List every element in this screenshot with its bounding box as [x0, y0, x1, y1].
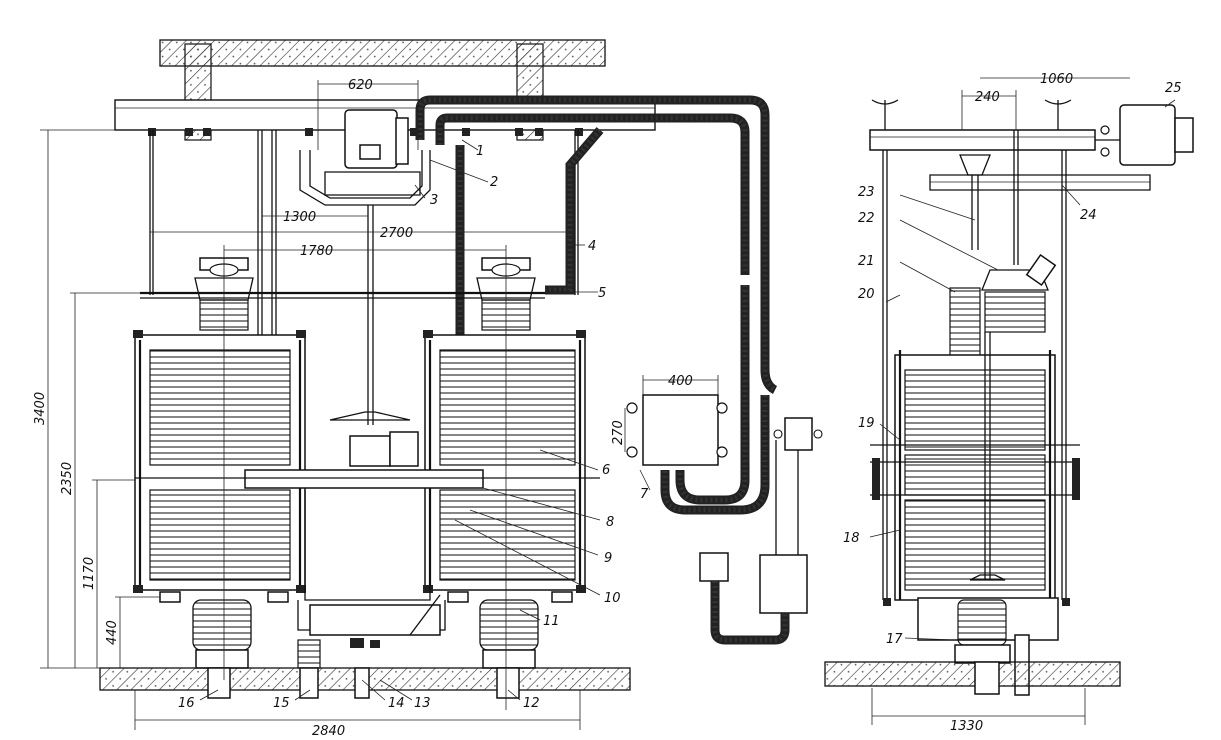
callout-16: 16 — [178, 696, 195, 711]
beam-bolts — [148, 128, 583, 136]
side-view: 240 1060 1330 17 18 19 20 21 22 23 24 25 — [824, 72, 1194, 734]
callout-25: 25 — [1165, 81, 1182, 96]
callout-11: 11 — [543, 614, 560, 629]
dim-240: 240 — [975, 90, 1000, 105]
dim-1300: 1300 — [283, 210, 316, 225]
dim-1330: 1330 — [950, 719, 983, 734]
callout-8: 8 — [606, 515, 614, 530]
callout-5: 5 — [598, 286, 606, 301]
dim-1170: 1170 — [82, 557, 97, 590]
dim-1780: 1780 — [300, 244, 333, 259]
cabinet — [699, 417, 823, 645]
dim-440: 440 — [105, 620, 120, 645]
callout-4: 4 — [588, 239, 596, 254]
floor-slab-right — [824, 661, 1121, 687]
dim-2350: 2350 — [60, 462, 75, 495]
callout-2: 2 — [490, 175, 498, 190]
dim-270: 270 — [611, 420, 626, 445]
leader-lines-front — [199, 139, 651, 701]
callout-22: 22 — [858, 211, 875, 226]
left-reactor — [133, 330, 306, 593]
dim-3400: 3400 — [33, 392, 48, 425]
callout-18: 18 — [843, 531, 860, 546]
front-view: 620 1300 2700 1780 400 270 3400 2350 117… — [33, 39, 823, 739]
control-box — [626, 394, 728, 466]
callout-23: 23 — [858, 185, 875, 200]
callout-13: 13 — [414, 696, 431, 711]
cable-run-top — [415, 95, 778, 515]
dim-400: 400 — [668, 374, 693, 389]
callout-1: 1 — [476, 144, 484, 159]
bottom-insulators — [159, 591, 573, 669]
callout-12: 12 — [523, 696, 540, 711]
dim-2700: 2700 — [380, 226, 413, 241]
callout-6: 6 — [602, 463, 610, 478]
callout-17: 17 — [886, 632, 903, 647]
callout-24: 24 — [1080, 208, 1097, 223]
callout-10: 10 — [604, 591, 621, 606]
dim-1060: 1060 — [1040, 72, 1073, 87]
dim-620: 620 — [348, 78, 373, 93]
callout-7: 7 — [640, 487, 649, 502]
callout-14: 14 — [388, 696, 405, 711]
callout-21: 21 — [858, 254, 875, 269]
motor-drive — [299, 109, 431, 425]
callout-9: 9 — [604, 551, 612, 566]
callout-19: 19 — [858, 416, 875, 431]
callout-3: 3 — [430, 193, 438, 208]
callout-20: 20 — [858, 287, 875, 302]
right-reactor — [423, 330, 586, 593]
dimension-lines-front — [40, 80, 719, 730]
dim-2840: 2840 — [312, 724, 345, 739]
callout-15: 15 — [273, 696, 290, 711]
